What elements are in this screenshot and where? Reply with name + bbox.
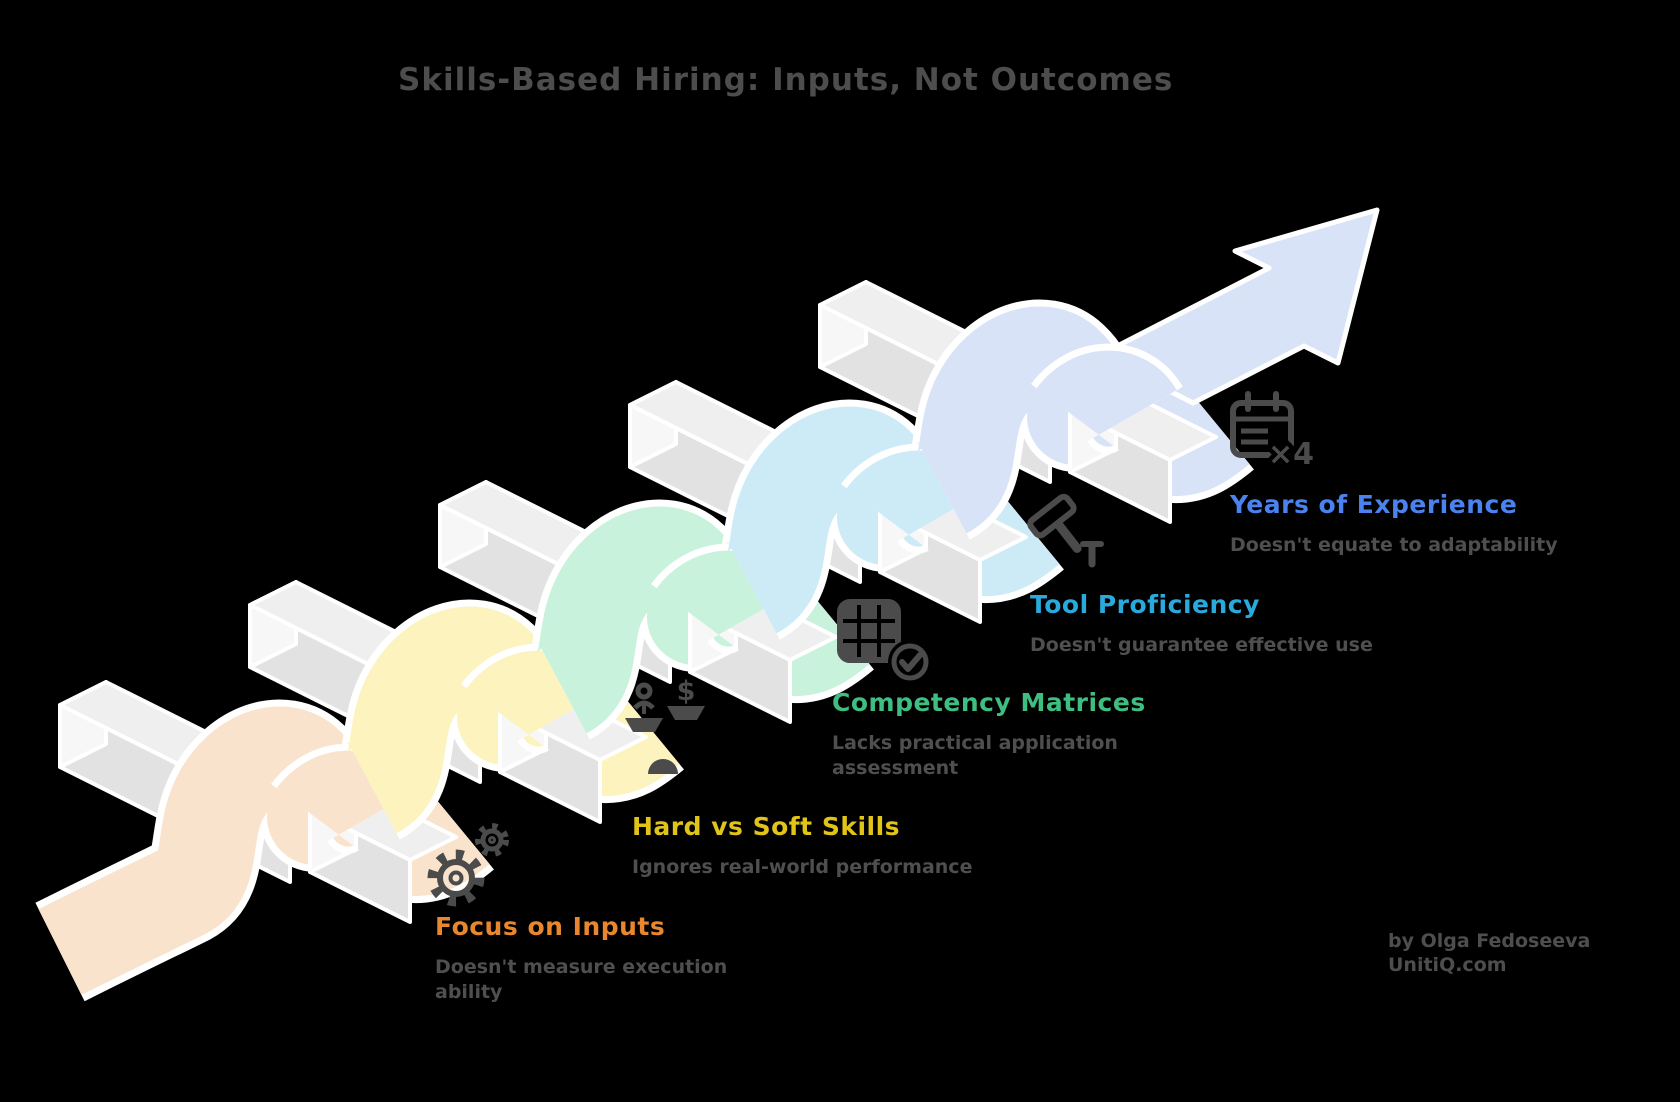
- ribbon-strap: [656, 550, 797, 649]
- step-label: Competency Matrices: [832, 688, 1146, 717]
- ribbon-strap-1: [271, 743, 423, 855]
- step-label: Tool Proficiency: [1030, 590, 1260, 619]
- step-label: Years of Experience: [1230, 490, 1518, 519]
- step-block-focus-on-inputs: Focus on Inputs Doesn't measure executio…: [435, 912, 735, 1004]
- ribbon-strap: [1036, 350, 1177, 449]
- step-block-competency-matrices: Competency Matrices Lacks practical appl…: [832, 688, 1162, 780]
- page-title: Skills-Based Hiring: Inputs, Not Outcome…: [398, 62, 1174, 98]
- attribution-site: UnitiQ.com: [1388, 953, 1507, 976]
- step-description: Ignores real-world performance: [632, 856, 973, 878]
- ribbon-strap-4: [841, 443, 993, 555]
- ribbon-strap-2: [461, 643, 613, 755]
- step-block-years-of-experience: Years of Experience Doesn't equate to ad…: [1230, 490, 1610, 558]
- dollar-glyph: $: [677, 678, 696, 707]
- x4-badge: ×4: [1268, 437, 1314, 472]
- step-block-hard-vs-soft-skills: Hard vs Soft Skills Ignores real-world p…: [632, 812, 1002, 880]
- step-description: Doesn't measure execution ability: [435, 956, 728, 1003]
- ribbon-strap-5: [1031, 343, 1183, 455]
- growth-arrow: [1097, 207, 1380, 406]
- step-description: Doesn't guarantee effective use: [1030, 634, 1373, 656]
- calendar-x4-icon: ×4: [1230, 391, 1319, 477]
- attribution-byline: by Olga Fedoseeva: [1388, 930, 1591, 952]
- balance-scale-icon: $: [625, 678, 705, 774]
- step-description: Lacks practical application assessment: [832, 732, 1118, 779]
- ribbon-strap: [846, 450, 987, 549]
- step-description: Doesn't equate to adaptability: [1230, 534, 1558, 556]
- ribbon-strap-3: [651, 543, 803, 655]
- attribution: by Olga Fedoseeva UnitiQ.com: [1388, 930, 1590, 978]
- hammer-icon: [1027, 493, 1104, 568]
- step-label: Hard vs Soft Skills: [632, 812, 901, 841]
- ribbon-strap: [466, 650, 607, 749]
- grid-check-icon: [837, 599, 932, 684]
- step-label: Focus on Inputs: [435, 912, 666, 941]
- step-block-tool-proficiency: Tool Proficiency Doesn't guarantee effec…: [1030, 590, 1400, 658]
- gears-icon: [427, 823, 509, 907]
- ribbon-strap: [276, 750, 417, 849]
